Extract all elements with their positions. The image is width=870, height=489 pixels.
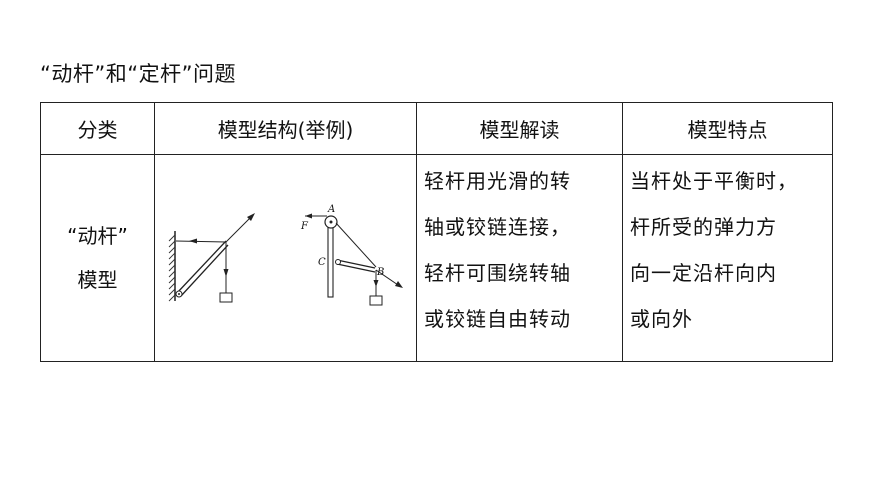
interpretation-line: 轻杆用光滑的转 [424,169,571,193]
features-line: 杆所受的弹力方 [630,215,777,239]
table-header-row: 分类 模型结构(举例) 模型解读 模型特点 [40,102,833,155]
features-line: 或向外 [630,307,693,331]
structure-diagram-cell: A F C B [154,154,417,362]
header-structure: 模型结构(举例) [154,102,417,155]
header-interpretation: 模型解读 [416,102,623,155]
label-c: C [318,257,326,268]
header-category: 分类 [40,102,155,155]
category-cell: “动杆” 模型 [40,154,155,362]
section-title: “动杆”和“定杆”问题 [40,62,237,86]
interpretation-line: 或铰链自由转动 [424,307,571,331]
features-line: 当杆处于平衡时， [630,169,798,193]
features-line: 向一定沿杆向内 [630,261,777,285]
label-f: F [300,221,309,232]
hinged-rod-diagram [168,213,255,303]
table-row: “动杆” 模型 [40,154,833,362]
pulley-rod-diagram: A F C B [300,204,403,306]
header-features: 模型特点 [622,102,833,155]
interpretation-cell: 轻杆用光滑的转 轴或铰链连接， 轻杆可围绕转轴 或铰链自由转动 [416,154,623,362]
model-table: 分类 模型结构(举例) 模型解读 模型特点 “动杆” 模型 [40,102,833,362]
category-line-1: “动杆” [67,224,128,248]
category-line-2: 模型 [77,268,118,292]
movable-rod-diagrams: A F C B [168,204,403,306]
label-b: B [376,267,384,278]
label-a: A [327,204,335,215]
features-cell: 当杆处于平衡时， 杆所受的弹力方 向一定沿杆向内 或向外 [622,154,833,362]
interpretation-line: 轻杆可围绕转轴 [424,261,571,285]
interpretation-line: 轴或铰链连接， [424,215,571,239]
